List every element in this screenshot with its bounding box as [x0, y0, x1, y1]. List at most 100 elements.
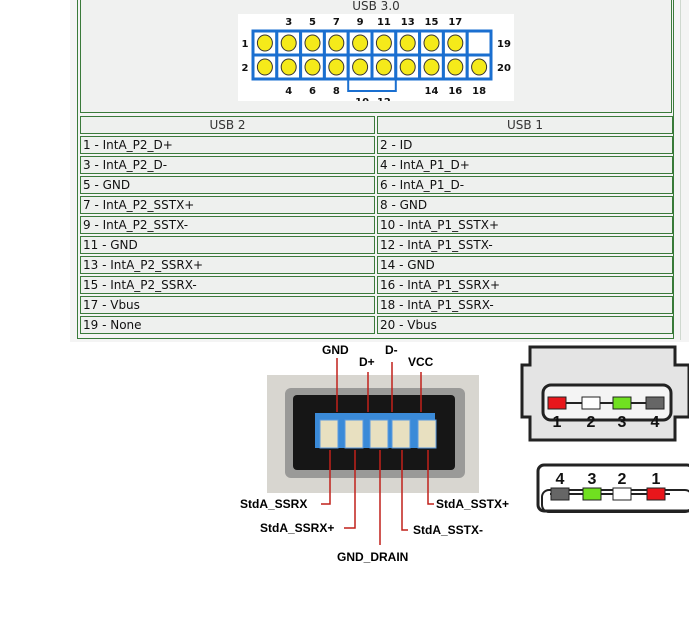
connector-pin-number: 1	[553, 414, 562, 431]
pin-label: 4	[285, 86, 292, 97]
pin-label: 15	[425, 17, 439, 28]
connector-pin-number: 1	[652, 471, 661, 488]
connector-pin-number: 2	[587, 414, 596, 431]
pin-dot	[471, 58, 488, 76]
pin-label: 18	[472, 86, 486, 97]
pin-label: 7	[333, 17, 340, 28]
connector-pin	[547, 396, 567, 410]
label-sstx-minus: StdA_SSTX-	[413, 523, 483, 537]
connector-pin	[582, 487, 602, 501]
connector-pin	[581, 396, 601, 410]
pin-dot	[423, 58, 440, 76]
table-cell: 5 - GND	[80, 176, 375, 194]
label-ssrx-plus: StdA_SSRX+	[260, 521, 334, 535]
connector-pin-number: 3	[618, 414, 627, 431]
pin-label: 11	[377, 17, 391, 28]
pinout-table-border	[77, 0, 674, 339]
pin-dot	[375, 58, 392, 76]
connector-pin-number: 4	[651, 414, 660, 431]
pin-label: 12	[377, 97, 391, 101]
port-contact	[417, 419, 437, 449]
pin-dot	[256, 58, 273, 76]
connector-pin	[645, 396, 665, 410]
usb3-header-pin-diagram: 3579111315171219204681416181012	[238, 14, 514, 101]
pin-label: 14	[425, 86, 439, 97]
pin-dot	[447, 58, 464, 76]
table-cell: 7 - IntA_P2_SSTX+	[80, 196, 375, 214]
table-cell: 13 - IntA_P2_SSRX+	[80, 256, 375, 274]
table-cell: 11 - GND	[80, 236, 375, 254]
connector-pin-number: 2	[618, 471, 627, 488]
label-gnd: GND	[322, 343, 349, 357]
label-gnd-drain: GND_DRAIN	[337, 550, 408, 564]
pin-dot	[304, 34, 321, 52]
pin-dot	[256, 34, 273, 52]
pin-label: 16	[448, 86, 462, 97]
pin-label: 9	[357, 17, 364, 28]
label-sstx-plus: StdA_SSTX+	[436, 497, 509, 511]
pin-dot	[280, 34, 297, 52]
table-cell: 14 - GND	[377, 256, 673, 274]
connector-pin	[550, 487, 570, 501]
pin-dot	[352, 34, 369, 52]
connector-pin	[612, 487, 632, 501]
pin-label: 20	[497, 63, 511, 74]
pin-label: 17	[448, 17, 462, 28]
table-cell: 12 - IntA_P1_SSTX-	[377, 236, 673, 254]
table-cell: 16 - IntA_P1_SSRX+	[377, 276, 673, 294]
column-header-usb2: USB 2	[80, 116, 375, 134]
pin-bracket	[347, 79, 397, 92]
pin-dot	[375, 34, 392, 52]
pin-dot	[352, 58, 369, 76]
usb-a-connector-rear: 4 3 2 1	[536, 463, 689, 513]
usb-a-connector-front: 1 2 3 4	[520, 345, 689, 442]
pin-label: 13	[401, 17, 415, 28]
table-cell: 9 - IntA_P2_SSTX-	[80, 216, 375, 234]
port-contact	[319, 419, 339, 449]
table-cell: 6 - IntA_P1_D-	[377, 176, 673, 194]
pin-dot	[328, 58, 345, 76]
usb-port-diagram: GND D+ D- VCC StdA_SSRX StdA_SSRX+ GND_D…	[240, 343, 689, 564]
port-contact	[344, 419, 364, 449]
table-cell: 1 - IntA_P2_D+	[80, 136, 375, 154]
pin-dot	[328, 34, 345, 52]
pin-dot	[399, 34, 416, 52]
pin-label: 8	[333, 86, 340, 97]
pin-label: 3	[285, 17, 292, 28]
pin-dot	[399, 58, 416, 76]
header-title: USB 3.0	[352, 0, 400, 13]
pin-label: 5	[309, 17, 316, 28]
column-header-usb1: USB 1	[377, 116, 673, 134]
table-cell: 20 - Vbus	[377, 316, 673, 334]
table-cell: 17 - Vbus	[80, 296, 375, 314]
pin-label: 19	[497, 39, 511, 50]
port-contact	[391, 419, 411, 449]
label-d-plus: D+	[359, 355, 375, 369]
pin-dot	[423, 34, 440, 52]
table-cell: 18 - IntA_P1_SSRX-	[377, 296, 673, 314]
connector-pin	[612, 396, 632, 410]
pin-label: 6	[309, 86, 316, 97]
pin-label: 1	[242, 39, 249, 50]
pin-label: 2	[242, 63, 249, 74]
side-divider	[680, 0, 689, 340]
table-cell: 10 - IntA_P1_SSTX+	[377, 216, 673, 234]
table-cell: 4 - IntA_P1_D+	[377, 156, 673, 174]
pin-cell	[465, 29, 493, 57]
table-cell: 2 - ID	[377, 136, 673, 154]
table-cell: 15 - IntA_P2_SSRX-	[80, 276, 375, 294]
pin-dot	[304, 58, 321, 76]
label-d-minus: D-	[385, 343, 398, 357]
table-cell: 19 - None	[80, 316, 375, 334]
connector-pin-number: 4	[556, 471, 565, 488]
pin-label: 10	[355, 97, 369, 101]
connector-pin	[646, 487, 666, 501]
label-vcc: VCC	[408, 355, 434, 369]
table-cell: 8 - GND	[377, 196, 673, 214]
pin-dot	[280, 58, 297, 76]
table-cell: 3 - IntA_P2_D-	[80, 156, 375, 174]
port-contact	[369, 419, 389, 449]
pin-dot	[447, 34, 464, 52]
connector-pin-number: 3	[588, 471, 597, 488]
label-ssrx: StdA_SSRX	[240, 497, 307, 511]
